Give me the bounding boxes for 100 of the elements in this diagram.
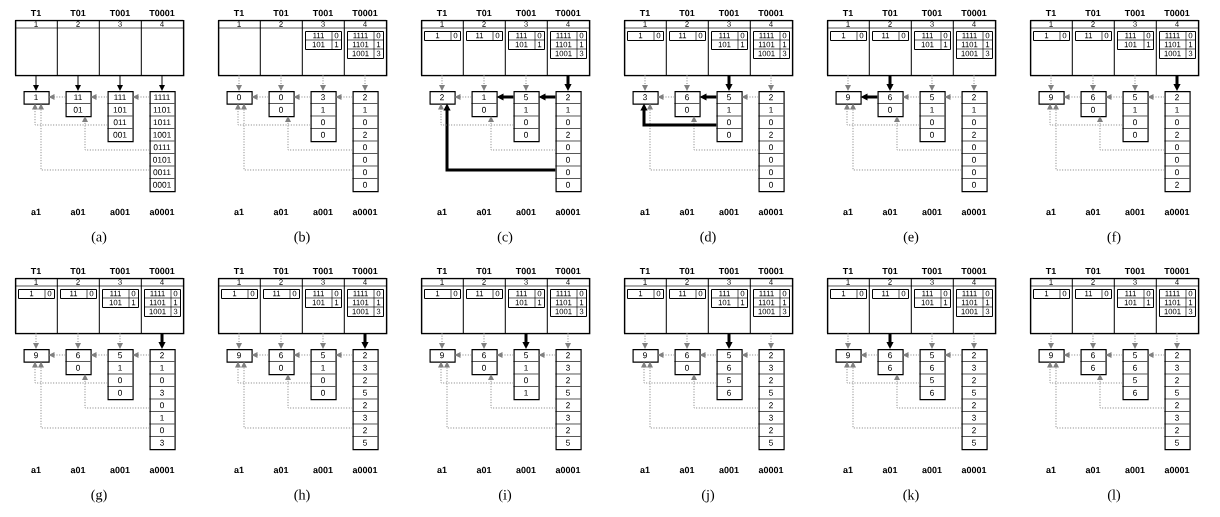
- arrow: [929, 332, 935, 349]
- arrow: [564, 75, 572, 91]
- array-box: 3 1 0 0: [310, 91, 337, 143]
- array-box: 2: [429, 91, 456, 105]
- array-box: 0: [226, 91, 253, 105]
- column-label: T1: [30, 267, 41, 275]
- array-box: 6 0: [877, 91, 904, 118]
- arrow: [251, 94, 269, 100]
- arrow: [850, 103, 962, 171]
- arrow: [439, 74, 445, 91]
- column-label: T0001: [1164, 9, 1190, 17]
- arrow: [538, 93, 556, 101]
- arrow: [496, 93, 514, 101]
- column-label: T01: [882, 9, 898, 17]
- arrow: [845, 74, 851, 91]
- arrow: [38, 361, 150, 429]
- array-label: a0001: [961, 466, 987, 474]
- arrow: [285, 116, 353, 151]
- column-label: T01: [1085, 267, 1101, 275]
- array-label: a0001: [352, 466, 378, 474]
- arrow: [90, 94, 108, 100]
- panel-caption: (d): [700, 231, 716, 245]
- array-label: a1: [640, 208, 650, 216]
- panel-caption: (e): [903, 231, 919, 245]
- array-label: a01: [1085, 466, 1101, 474]
- array-label: a0001: [555, 466, 581, 474]
- array-label: a1: [640, 466, 650, 474]
- array-label: a001: [110, 208, 130, 216]
- panel-caption: (a): [91, 231, 107, 245]
- array-box: 9: [23, 349, 50, 363]
- arrow: [278, 332, 284, 349]
- column-label: T1: [639, 267, 650, 275]
- column-label: T01: [882, 267, 898, 275]
- arrow: [768, 332, 774, 349]
- arrow: [32, 361, 108, 384]
- arrow: [1053, 103, 1165, 171]
- array-box: 9: [835, 91, 862, 105]
- arrow: [443, 103, 556, 172]
- column-label: T001: [718, 267, 739, 275]
- arrow: [32, 103, 108, 126]
- array-label: a1: [31, 208, 41, 216]
- arrow: [235, 103, 311, 126]
- arrow: [236, 332, 242, 349]
- arrow: [251, 352, 269, 358]
- array-label: a0001: [149, 208, 175, 216]
- array-label: a01: [679, 208, 695, 216]
- arrow: [1048, 332, 1054, 349]
- array-label: a001: [1125, 466, 1145, 474]
- column-label: T0001: [1164, 267, 1190, 275]
- array-box: 9: [632, 349, 659, 363]
- column-label: T0001: [961, 9, 987, 17]
- array-box: 2 1 0 2 0 0 0 0: [352, 91, 379, 193]
- arrow: [1097, 374, 1165, 409]
- arrow: [454, 94, 472, 100]
- arrow: [1053, 361, 1165, 429]
- arrow: [33, 74, 39, 91]
- arrow: [454, 352, 472, 358]
- arrow: [725, 333, 733, 349]
- arrow: [488, 116, 556, 151]
- panel-caption: (i): [498, 489, 512, 503]
- arrow: [320, 74, 326, 91]
- array-box: 2 1 0 2 0 0 0 0: [555, 91, 582, 193]
- column-label: T001: [718, 9, 739, 17]
- array-label: a0001: [1164, 466, 1190, 474]
- arrow: [1147, 94, 1165, 100]
- arrow: [293, 352, 311, 358]
- column-label: T0001: [961, 267, 987, 275]
- array-label: a1: [843, 208, 853, 216]
- array-box: 2 1 0 2 0 0 0 2: [1164, 91, 1191, 193]
- array-box: 2 3 2 5 2 3 2 5: [1164, 349, 1191, 451]
- arrow: [886, 333, 894, 349]
- arrow: [691, 374, 759, 409]
- column-label: T001: [312, 9, 333, 17]
- array-label: a0001: [1164, 208, 1190, 216]
- array-label: a0001: [758, 466, 784, 474]
- arrow: [82, 116, 150, 151]
- array-label: a1: [1046, 208, 1056, 216]
- column-label: T01: [1085, 9, 1101, 17]
- arrow: [894, 374, 962, 409]
- arrow: [438, 361, 514, 384]
- array-box: 5 1 0 0: [1122, 91, 1149, 143]
- array-box: 5 1 0 1: [513, 349, 540, 401]
- array-label: a01: [476, 466, 492, 474]
- arrow: [1105, 94, 1123, 100]
- arrow: [641, 361, 717, 384]
- column-label: T0001: [352, 267, 378, 275]
- array-box: 1: [23, 91, 50, 105]
- array-box: 6 6: [1080, 349, 1107, 376]
- column-label: T1: [233, 267, 244, 275]
- array-label: a01: [70, 466, 86, 474]
- array-box: 1 0: [471, 91, 498, 118]
- column-label: T0001: [149, 267, 175, 275]
- panel-caption: (g): [91, 489, 107, 503]
- array-label: a001: [719, 208, 739, 216]
- column-label: T001: [109, 267, 130, 275]
- arrow: [647, 361, 759, 429]
- column-label: T001: [515, 9, 536, 17]
- arrow: [132, 352, 150, 358]
- arrow: [886, 75, 894, 91]
- column-label: T0001: [555, 267, 581, 275]
